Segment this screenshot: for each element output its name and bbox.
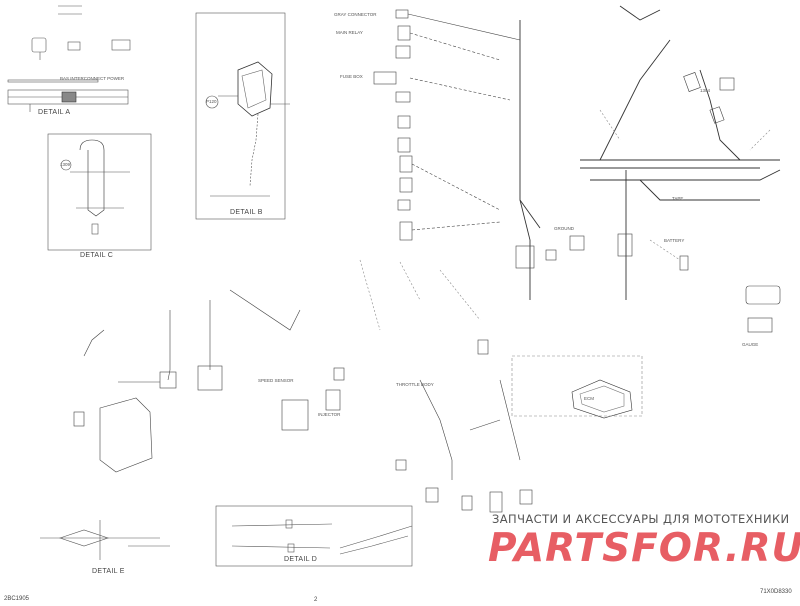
callout-label: BATTERY bbox=[664, 238, 685, 243]
callout-label: ECM bbox=[584, 396, 594, 401]
callout-label: INJECTOR bbox=[318, 412, 341, 417]
detail-e-title: DETAIL E bbox=[92, 568, 125, 575]
detail-e-sketch bbox=[40, 520, 170, 560]
watermark-logo: PARTSFOR.RU bbox=[488, 526, 800, 571]
detail-a-group bbox=[7, 5, 131, 112]
main-harness bbox=[519, 5, 781, 300]
callout-label: GRAY CONNECTOR bbox=[334, 12, 377, 17]
leader-lines bbox=[359, 109, 771, 331]
callout-label: FUSE BOX bbox=[340, 74, 363, 79]
connector-column bbox=[373, 9, 521, 241]
callout-label: THROTTLE BODY bbox=[396, 382, 434, 387]
tape-label: TAPE bbox=[672, 196, 684, 201]
page-number: 2 bbox=[314, 597, 318, 603]
detail-c-title: DETAIL C bbox=[80, 252, 114, 259]
detail-d-frame bbox=[215, 505, 413, 567]
detail-a-title: DETAIL A bbox=[38, 109, 71, 116]
right-connectors bbox=[515, 72, 781, 333]
footer-left-code: 2BC1905 bbox=[4, 596, 30, 602]
callout-label: GROUND bbox=[554, 226, 574, 231]
connector-label-1304: 1304 bbox=[700, 88, 711, 93]
lower-left-harness bbox=[73, 289, 345, 473]
center-lower-connectors bbox=[395, 339, 533, 513]
ecm-module bbox=[511, 355, 643, 419]
detail-b-frame bbox=[195, 12, 290, 220]
callout-label: GAUGE bbox=[742, 342, 759, 347]
watermark-tagline: ЗАПЧАСТИ И АКСЕССУАРЫ ДЛЯ МОТОТЕХНИКИ bbox=[492, 512, 790, 526]
connector-label-p120: P120 bbox=[206, 99, 217, 104]
detail-c-frame bbox=[47, 133, 152, 251]
detail-b-title: DETAIL B bbox=[230, 209, 263, 216]
connector-label-1309: 1309 bbox=[60, 162, 71, 167]
footer-right-code: 71X0D8330 bbox=[760, 589, 792, 595]
detail-d-title: DETAIL D bbox=[284, 556, 318, 563]
callout-label: SPEED SENSOR bbox=[258, 378, 294, 383]
callout-label: MAIN RELAY bbox=[336, 30, 363, 35]
harness-label: BAS INTERCONNECT POWER bbox=[60, 76, 125, 81]
